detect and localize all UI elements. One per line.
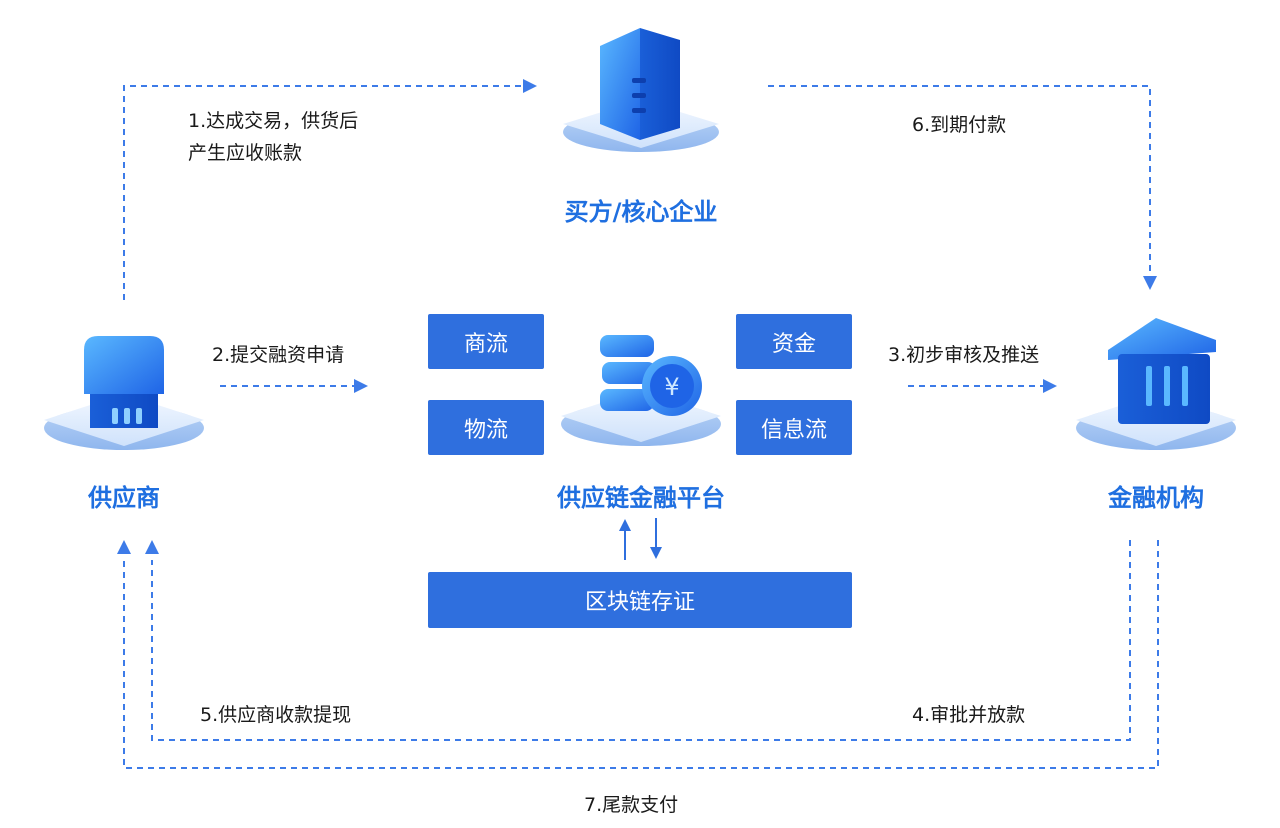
arrow-to-platform <box>354 379 368 393</box>
connector-step7 <box>123 540 1159 769</box>
svg-text:¥: ¥ <box>664 373 679 401</box>
step2-label: 2.提交融资申请 <box>212 344 345 366</box>
bank-icon <box>1076 318 1236 450</box>
platform-blockchain-arrows <box>619 518 662 560</box>
connector-step1 <box>123 85 525 300</box>
connector-lines <box>123 85 1159 769</box>
arrow-to-buyer <box>523 79 537 93</box>
buyer-label: 买方/核心企业 <box>564 198 718 226</box>
connector-step6 <box>768 85 1151 278</box>
flow-logistics: 物流 <box>428 400 544 455</box>
flow-commerce: 商流 <box>428 314 544 369</box>
step6-label: 6.到期付款 <box>912 114 1007 136</box>
flow-information: 信息流 <box>736 400 852 455</box>
connector-step4-5 <box>151 540 1131 741</box>
office-building-icon <box>563 28 719 152</box>
step5-label: 5.供应商收款提现 <box>200 704 352 726</box>
platform-label: 供应链金融平台 <box>557 484 725 512</box>
step4-label: 4.审批并放款 <box>912 704 1026 726</box>
arrowheads <box>117 79 1157 554</box>
arrow-to-supplier-inner <box>145 540 159 554</box>
arrow-to-bank-mid <box>1043 379 1057 393</box>
blockchain-box: 区块链存证 <box>428 572 852 628</box>
shop-icon <box>44 336 204 450</box>
bank-label: 金融机构 <box>1108 484 1204 512</box>
supplier-label: 供应商 <box>88 484 160 512</box>
step7-label: 7.尾款支付 <box>584 794 679 816</box>
step1-line1: 1.达成交易，供货后 <box>188 110 359 132</box>
arrow-to-bank-top <box>1143 276 1157 290</box>
yuan-coin-stack-icon: ¥ <box>561 335 721 446</box>
arrow-to-supplier-outer <box>117 540 131 554</box>
flow-capital: 资金 <box>736 314 852 369</box>
step1-line2: 产生应收账款 <box>188 142 303 164</box>
step3-label: 3.初步审核及推送 <box>888 344 1040 366</box>
